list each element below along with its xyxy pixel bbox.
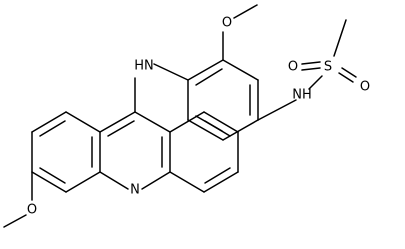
double-bond-inner: [107, 120, 135, 137]
anisole-ring: [187, 59, 259, 141]
atom-label-sulfonyl-oxygen-right: O: [360, 80, 370, 95]
bond: [169, 111, 205, 133]
bond: [187, 59, 224, 81]
amine-linker: [134, 63, 189, 113]
bond: [134, 111, 171, 133]
double-bond-inner: [195, 115, 223, 132]
atom-label-acridine-oxygen: O: [27, 203, 37, 218]
bond: [187, 119, 224, 141]
atom-label-sulfonyl-oxygen-left: O: [288, 60, 298, 75]
double-bond-inner: [195, 68, 223, 86]
bond: [341, 67, 357, 78]
bond: [141, 171, 171, 190]
acridine-right-ring: [169, 111, 239, 193]
bond: [31, 111, 67, 133]
anisole-methoxy: [222, 4, 258, 61]
double-bond-inner: [204, 167, 231, 184]
bond: [99, 171, 129, 190]
bond: [99, 111, 136, 133]
atom-label-sulfur: S: [324, 60, 332, 75]
sulfonamide-group: [257, 19, 357, 121]
bond: [222, 59, 259, 81]
double-bond-inner: [39, 120, 66, 137]
acridine-left-ring: [31, 111, 101, 193]
bond: [65, 111, 101, 133]
acridine-central-ring: [99, 111, 171, 190]
atom-label-nh-linker: HN: [134, 59, 154, 74]
bond: [203, 171, 239, 193]
bond: [257, 99, 297, 121]
bond: [31, 171, 67, 193]
atom-label-aryl-oxygen: O: [222, 16, 232, 31]
bond: [333, 19, 347, 57]
bond: [301, 61, 321, 65]
bond: [3, 214, 27, 228]
bond: [65, 171, 101, 193]
atom-label-ring-nitrogen: N: [130, 183, 140, 198]
bond: [233, 4, 258, 19]
double-bond-inner: [39, 167, 66, 184]
atom-label-sulfonamide-nh: NH: [292, 88, 312, 103]
bond: [308, 75, 323, 90]
atom-labels: HN N O O NH S O O: [27, 16, 370, 218]
bond: [301, 67, 321, 71]
bond: [203, 111, 239, 133]
bond: [222, 119, 259, 141]
bond: [153, 63, 189, 81]
acridine-methoxy: [3, 171, 33, 228]
bond: [338, 72, 354, 83]
bond: [169, 171, 205, 193]
